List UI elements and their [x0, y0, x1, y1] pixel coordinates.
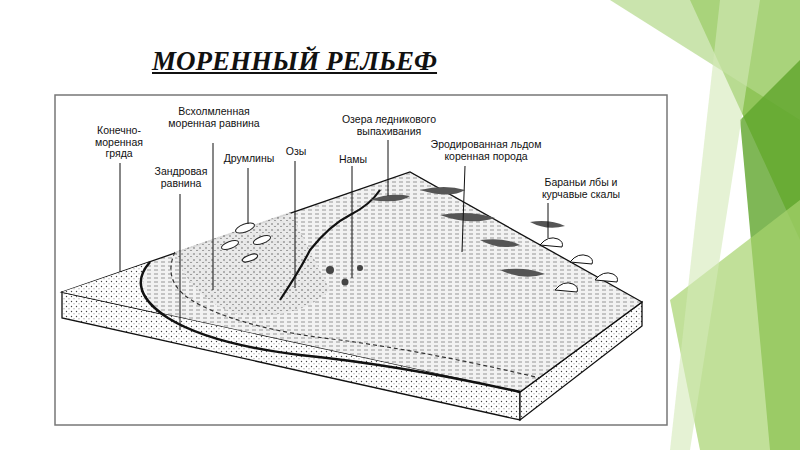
part-label: Всхолмленная моренная равнина — [165, 106, 263, 129]
part-label: Озера ледникового выпахивания — [318, 114, 460, 137]
lakes — [370, 187, 565, 277]
kames — [326, 265, 363, 286]
drumlins — [220, 221, 271, 264]
part-label: Друмлины — [217, 153, 281, 165]
part-label: Эродированная льдом коренная порода — [415, 139, 557, 162]
part-label: Конечно-моренная гряда — [87, 125, 151, 160]
roches-moutonnees — [540, 238, 618, 292]
decor-shape — [670, 0, 760, 450]
leader-lines — [120, 140, 548, 330]
part-label: Зандровая равнина — [151, 166, 211, 189]
hilly-plain — [175, 212, 330, 316]
slide-title: МОРЕННЫЙ РЕЛЬЕФ — [152, 46, 437, 77]
part-label: Намы — [332, 154, 374, 166]
part-label: Озы — [280, 146, 312, 158]
picture-frame — [55, 95, 667, 425]
part-label: Бараньи лбы и курчавые скалы — [520, 177, 642, 200]
